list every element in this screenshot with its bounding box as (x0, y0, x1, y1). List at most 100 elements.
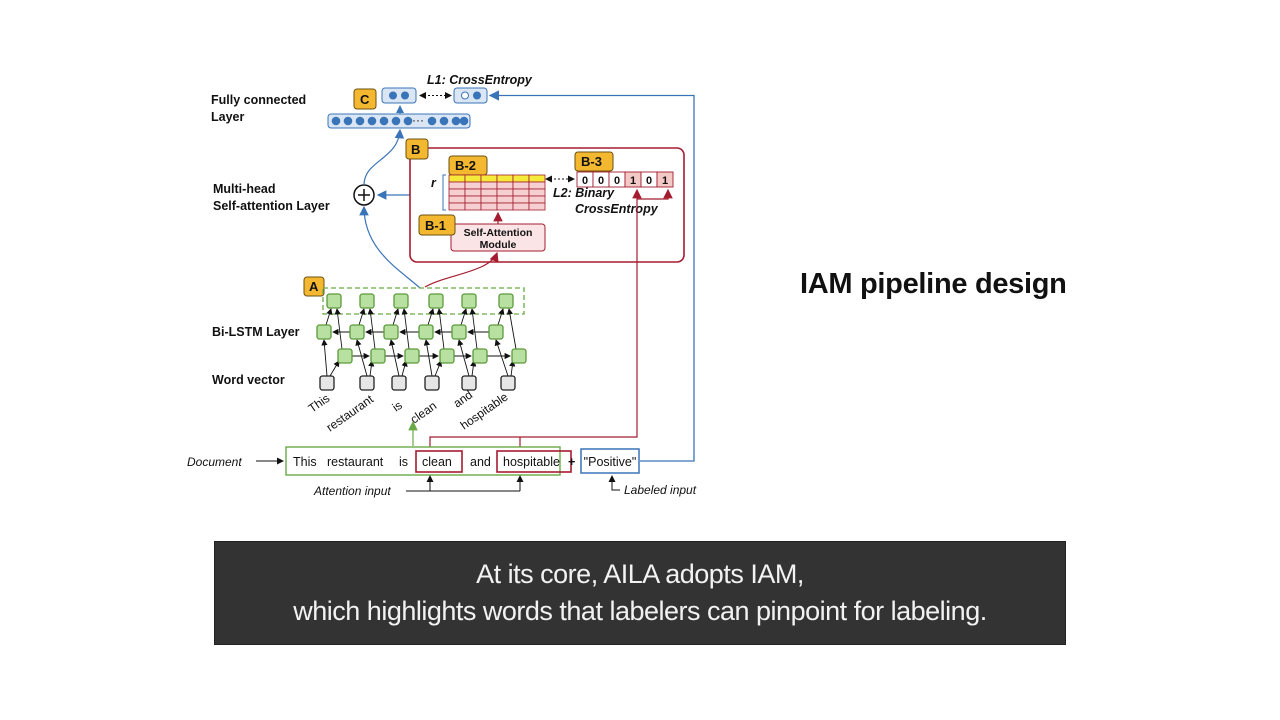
attention-matrix-cell (448, 202, 466, 211)
word-vector-node (424, 375, 440, 391)
word-vector-label: Word vector (212, 373, 285, 387)
attention-input-label: Attention input (313, 484, 391, 498)
loss2-label-1: L2: Binary (553, 186, 615, 200)
lstm-output-node (359, 293, 375, 309)
attention-matrix-cell (464, 202, 482, 211)
b3-cell-value: 0 (614, 175, 620, 187)
fc-node (459, 116, 469, 126)
mh-layer-label-2: Self-attention Layer (213, 199, 330, 213)
attention-matrix-cell (528, 202, 546, 211)
b3-cell-value: 0 (646, 175, 652, 187)
lstm-backward-node (383, 324, 399, 340)
tag-a (303, 276, 325, 297)
fc-node (403, 116, 413, 126)
tag-b3 (574, 151, 614, 172)
attention-matrix-cell (480, 174, 498, 183)
attention-matrix-cell (528, 181, 546, 190)
lstm-backward-node (418, 324, 434, 340)
highlighted-word: hospitable (503, 455, 560, 469)
lstm-backward-node (451, 324, 467, 340)
word-vector-node (500, 375, 516, 391)
attention-matrix-cell (512, 181, 530, 190)
attention-matrix-cell (464, 174, 482, 183)
fc-node (367, 116, 377, 126)
attention-matrix-cell (480, 195, 498, 204)
lstm-to-plus-arrow (359, 205, 421, 289)
caption-box: At its core, AILA adopts IAM, which high… (214, 541, 1066, 645)
attention-matrix-cell (512, 202, 530, 211)
lstm-output-node (461, 293, 477, 309)
lstm-output-node (498, 293, 514, 309)
tag-b3-text: B-3 (581, 154, 602, 169)
attention-matrix-cell (512, 174, 530, 183)
mh-layer-label-1: Multi-head (213, 182, 276, 196)
tag-b1-text: B-1 (425, 218, 446, 233)
attention-matrix-cell (480, 202, 498, 211)
attention-matrix-cell (464, 195, 482, 204)
tag-b1 (418, 214, 456, 236)
self-attention-module-label-1: Self-Attention (464, 227, 533, 239)
label-feedback-line (488, 90, 695, 462)
attention-matrix-cell (464, 188, 482, 197)
attention-matrix-cell (464, 181, 482, 190)
fc-node (427, 116, 437, 126)
word-vector-node (359, 375, 375, 391)
fc-node (379, 116, 389, 126)
lstm-forward-node (404, 348, 420, 364)
bilstm-layer-label: Bi-LSTM Layer (212, 325, 300, 339)
label-box (580, 448, 640, 474)
slide-title: IAM pipeline design (800, 268, 1067, 300)
caption-line-2: which highlights words that labelers can… (293, 596, 987, 626)
c-target-node-filled (473, 91, 481, 100)
plus-to-fc-arrow (363, 128, 405, 186)
word-label: This (306, 391, 333, 415)
attention-matrix-cell (528, 188, 546, 197)
attention-matrix-cell (528, 195, 546, 204)
word-label: is (390, 398, 405, 414)
fc-node (439, 116, 449, 126)
fc-ellipsis: ··· (412, 113, 424, 127)
document-word: This (293, 455, 317, 469)
attention-matrix-cell (448, 181, 466, 190)
attention-matrix-cell (496, 202, 514, 211)
tag-c (353, 88, 377, 110)
lstm-forward-node (511, 348, 527, 364)
label-value: "Positive" (584, 455, 637, 469)
lstm-output-node (428, 293, 444, 309)
attention-matrix (448, 174, 546, 211)
b3-cell-value: 1 (630, 175, 636, 187)
lstm-forward-node (337, 348, 353, 364)
attention-matrix-cell (496, 181, 514, 190)
fc-node (391, 116, 401, 126)
fc-layer-label-1: Fully connected (211, 93, 306, 107)
lstm-forward-node (439, 348, 455, 364)
bilstm-network (316, 293, 527, 391)
lstm-backward-node (488, 324, 504, 340)
lstm-output-node (393, 293, 409, 309)
highlight-box (496, 450, 572, 473)
highlighted-word: clean (422, 455, 452, 469)
word-vector-node (319, 375, 335, 391)
attention-input-line (429, 268, 638, 448)
loss2-label-2: CrossEntropy (575, 202, 659, 216)
attention-matrix-cell (512, 188, 530, 197)
r-label: r (431, 176, 437, 190)
c-output-box (381, 87, 417, 104)
word-vector-node (461, 375, 477, 391)
lstm-forward-node (472, 348, 488, 364)
fc-layer-nodes (331, 116, 469, 126)
labeled-input-arrow (608, 475, 620, 491)
tag-b2-text: B-2 (455, 158, 476, 173)
hospitable-to-b3-arrow (637, 188, 673, 200)
b3-cell-value: 1 (662, 175, 668, 187)
lstm-backward-node (349, 324, 365, 340)
word-label: restaurant (324, 392, 377, 435)
fc-layer-label-2: Layer (211, 110, 244, 124)
attention-matrix-cell (448, 188, 466, 197)
attention-matrix-cell (480, 188, 498, 197)
labeled-input-label: Labeled input (624, 483, 697, 497)
